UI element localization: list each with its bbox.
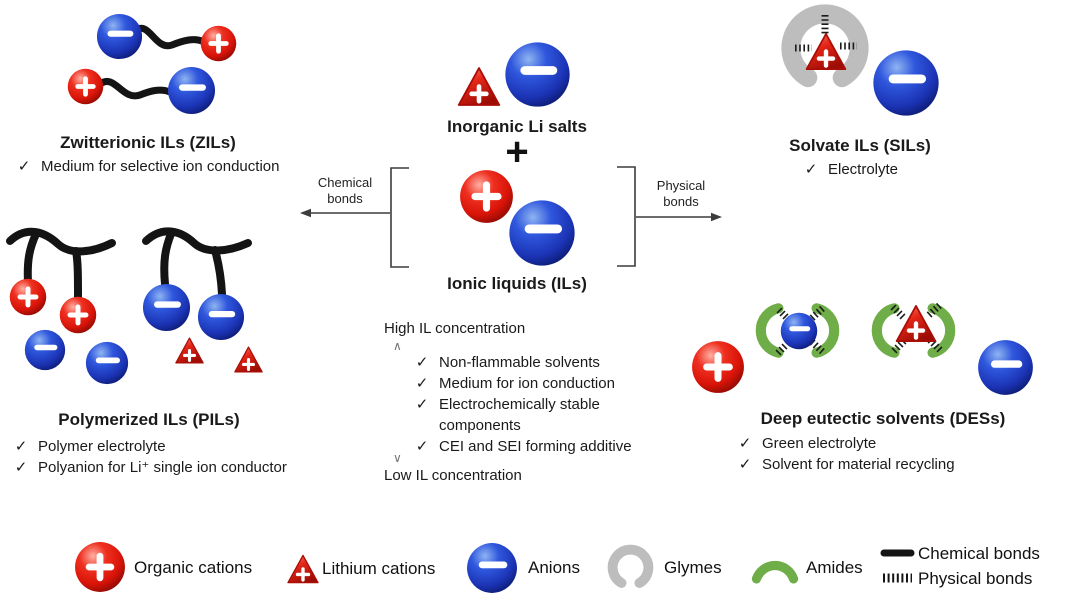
bracket-right [617,166,636,267]
organic-cation-icon [460,170,513,223]
organic-cation-icon [201,26,237,62]
legend-physical-bonds-label: Physical bonds [918,569,1033,588]
chevron-up-icon: ∧ [393,339,402,353]
des-title: Deep eutectic solvents (DESs) [760,409,1006,428]
check-icon: ✓ [415,375,429,392]
plus-sign: + [505,130,529,174]
chemical-bond-icon [96,78,174,100]
check-icon: ✓ [738,456,752,473]
glyme-icon [613,550,649,583]
zil-cluster [68,14,237,114]
benefit-item: CEI and SEI forming additive [439,438,632,455]
organic-cation-icon [75,542,125,592]
lithium-cation-icon [459,68,499,105]
polymer-chain-icon [6,227,252,302]
anion-icon [781,313,817,349]
check-icon: ✓ [14,459,28,476]
bracket-left [390,167,409,268]
anion-icon [873,50,938,115]
amide-icon [877,308,895,352]
inorganic-li-salts-title: Inorganic Li salts [447,117,587,136]
amide-icon [756,566,793,579]
legend-glymes-label: Glymes [664,558,722,577]
amide-icon [817,308,835,352]
anion-icon [978,340,1033,395]
check-icon: ✓ [738,435,752,452]
anion-icon [505,42,569,106]
anion-icon [97,14,142,59]
sil-bullets: ✓ Electrolyte [803,159,898,180]
check-icon: ✓ [17,158,31,175]
arrow-right [636,212,722,222]
amide-icon [761,308,779,352]
check-icon: ✓ [415,396,429,413]
amide-icon [933,308,951,352]
il-benefits-list: ✓ Non-flammable solvents ✓ Medium for ion … [414,352,646,457]
chemical-bonds-arrow-label: Chemical bonds [317,175,373,206]
benefit-item: Non-flammable solvents [439,354,600,371]
anion-icon [143,284,190,331]
anion-icon [86,342,128,384]
zil-title: Zwitterionic ILs (ZILs) [60,133,236,152]
pil-title: Polymerized ILs (PILs) [58,410,240,429]
legend-icons [75,542,915,593]
anion-icon [198,294,244,340]
des-bullets: ✓ Green electrolyte ✓ Solvent for material… [737,433,955,475]
legend-amides-label: Amides [806,558,863,577]
zil-bullets: ✓ Medium for selective ion conduction [16,156,280,177]
pil-cluster [6,227,264,384]
des-bullet: Solvent for material recycling [762,456,955,473]
anion-icon [467,543,517,593]
pil-bullet: Polyanion for Li⁺ single ion conductor [38,459,287,476]
legend-lithium-cations-label: Lithium cations [322,559,436,578]
anion-icon [168,67,215,114]
lithium-cation-icon [286,553,320,585]
physical-bond-icon [774,305,827,357]
zil-bullet: Medium for selective ion conduction [41,158,280,175]
check-icon: ✓ [415,438,429,455]
chevron-down-icon: ∨ [393,451,402,465]
lithium-cation-icon [233,345,264,374]
anion-icon [25,330,65,370]
pil-bullets: ✓ Polymer electrolyte ✓ Polyanion for Li⁺ … [13,436,287,478]
lithium-cation-icon [174,336,205,365]
legend-organic-cations-label: Organic cations [134,558,253,577]
organic-cation-icon [10,279,46,315]
physical-bond-icon [889,302,944,355]
check-icon: ✓ [804,161,818,178]
organic-cation-icon [692,341,744,393]
legend-anions-label: Anions [528,558,580,577]
benefit-item: Electrochemically stable components [439,396,600,434]
low-il-concentration-label: Low IL concentration [384,467,522,484]
check-icon: ✓ [415,354,429,371]
des-cluster [692,305,1033,395]
check-icon: ✓ [14,438,28,455]
arrow-left [300,208,390,218]
organic-cation-icon [60,297,96,333]
lithium-cation-icon [807,34,846,69]
organic-cation-icon [68,69,104,105]
anion-icon [509,200,574,265]
chemical-bond-icon [131,25,208,50]
sil-cluster [791,14,939,116]
sil-bullet: Electrolyte [828,161,899,178]
benefit-item: Medium for ion conduction [439,375,615,392]
ionic-liquids-title: Ionic liquids (ILs) [447,274,587,293]
des-bullet: Green electrolyte [762,435,877,452]
physical-bonds-arrow-label: Physical bonds [656,178,706,209]
pil-bullet: Polymer electrolyte [38,438,166,455]
high-il-concentration-label: High IL concentration [384,320,526,337]
sil-title: Solvate ILs (SILs) [789,136,931,155]
legend-chemical-bonds-label: Chemical bonds [918,544,1040,563]
